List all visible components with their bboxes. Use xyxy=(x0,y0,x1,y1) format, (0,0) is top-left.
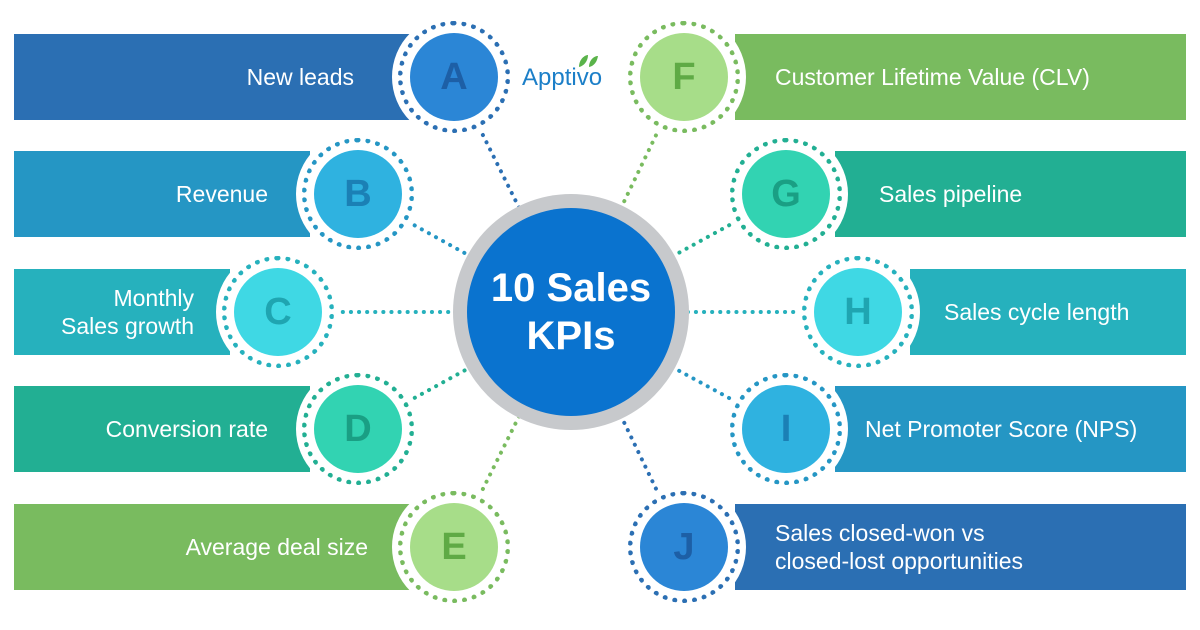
kpi-badge-f: F xyxy=(622,15,746,139)
center-title: 10 Sales KPIs xyxy=(490,266,652,358)
kpi-badge-ring: C xyxy=(222,256,334,368)
kpi-label: New leads xyxy=(246,64,354,90)
kpi-badge-ring: F xyxy=(628,21,740,133)
kpi-band-f: Customer Lifetime Value (CLV) xyxy=(735,34,1186,120)
kpi-label: Conversion rate xyxy=(105,416,268,442)
kpi-letter: F xyxy=(640,33,728,121)
kpi-band-b: Revenue xyxy=(14,151,310,237)
kpi-badge-g: G xyxy=(724,132,848,256)
kpi-badge-ring: H xyxy=(802,256,914,368)
kpi-band-h: Sales cycle length xyxy=(910,269,1186,355)
kpi-label: Sales cycle length xyxy=(944,299,1130,325)
leaf-icon xyxy=(579,55,598,67)
kpi-label: Revenue xyxy=(175,181,268,207)
kpi-band-c: Monthly Sales growth xyxy=(14,269,230,355)
center-hub: 10 Sales KPIs xyxy=(453,194,689,430)
kpi-letter: A xyxy=(410,33,498,121)
kpi-badge-ring: E xyxy=(398,491,510,603)
kpi-label: Average deal size xyxy=(185,534,368,560)
kpi-badge-c: C xyxy=(216,250,340,374)
kpi-band-a: New leads xyxy=(14,34,410,120)
kpi-band-i: Net Promoter Score (NPS) xyxy=(835,386,1186,472)
kpi-letter: J xyxy=(640,503,728,591)
kpi-badge-ring: G xyxy=(730,138,842,250)
kpi-label: Monthly Sales growth xyxy=(61,285,194,339)
kpi-label: Sales closed-won vs closed-lost opportun… xyxy=(775,520,1024,574)
kpi-label: Sales pipeline xyxy=(879,181,1023,207)
kpi-band-e: Average deal size xyxy=(14,504,410,590)
kpi-badge-ring: D xyxy=(302,373,414,485)
kpi-badge-j: J xyxy=(622,485,746,609)
kpi-badge-a: A xyxy=(392,15,516,139)
kpi-badge-i: I xyxy=(724,367,848,491)
kpi-letter: E xyxy=(410,503,498,591)
center-hub-core: 10 Sales KPIs xyxy=(467,208,675,416)
kpi-badge-ring: J xyxy=(628,491,740,603)
kpi-label: Net Promoter Score (NPS) xyxy=(865,416,1138,442)
kpi-letter: H xyxy=(814,268,902,356)
kpi-band-j: Sales closed-won vs closed-lost opportun… xyxy=(735,504,1186,590)
kpi-badge-h: H xyxy=(796,250,920,374)
kpi-badge-ring: A xyxy=(398,21,510,133)
kpi-badge-d: D xyxy=(296,367,420,491)
brand-logo: Apptivo xyxy=(522,54,622,98)
kpi-letter: G xyxy=(742,150,830,238)
kpi-badge-ring: I xyxy=(730,373,842,485)
kpi-label: Customer Lifetime Value (CLV) xyxy=(775,64,1090,90)
brand-name: Apptivo xyxy=(522,64,603,91)
kpi-letter: C xyxy=(234,268,322,356)
kpi-badge-e: E xyxy=(392,485,516,609)
kpi-band-g: Sales pipeline xyxy=(835,151,1186,237)
kpi-band-d: Conversion rate xyxy=(14,386,310,472)
kpi-letter: B xyxy=(314,150,402,238)
kpi-badge-b: B xyxy=(296,132,420,256)
kpi-badge-ring: B xyxy=(302,138,414,250)
kpi-letter: D xyxy=(314,385,402,473)
kpi-letter: I xyxy=(742,385,830,473)
